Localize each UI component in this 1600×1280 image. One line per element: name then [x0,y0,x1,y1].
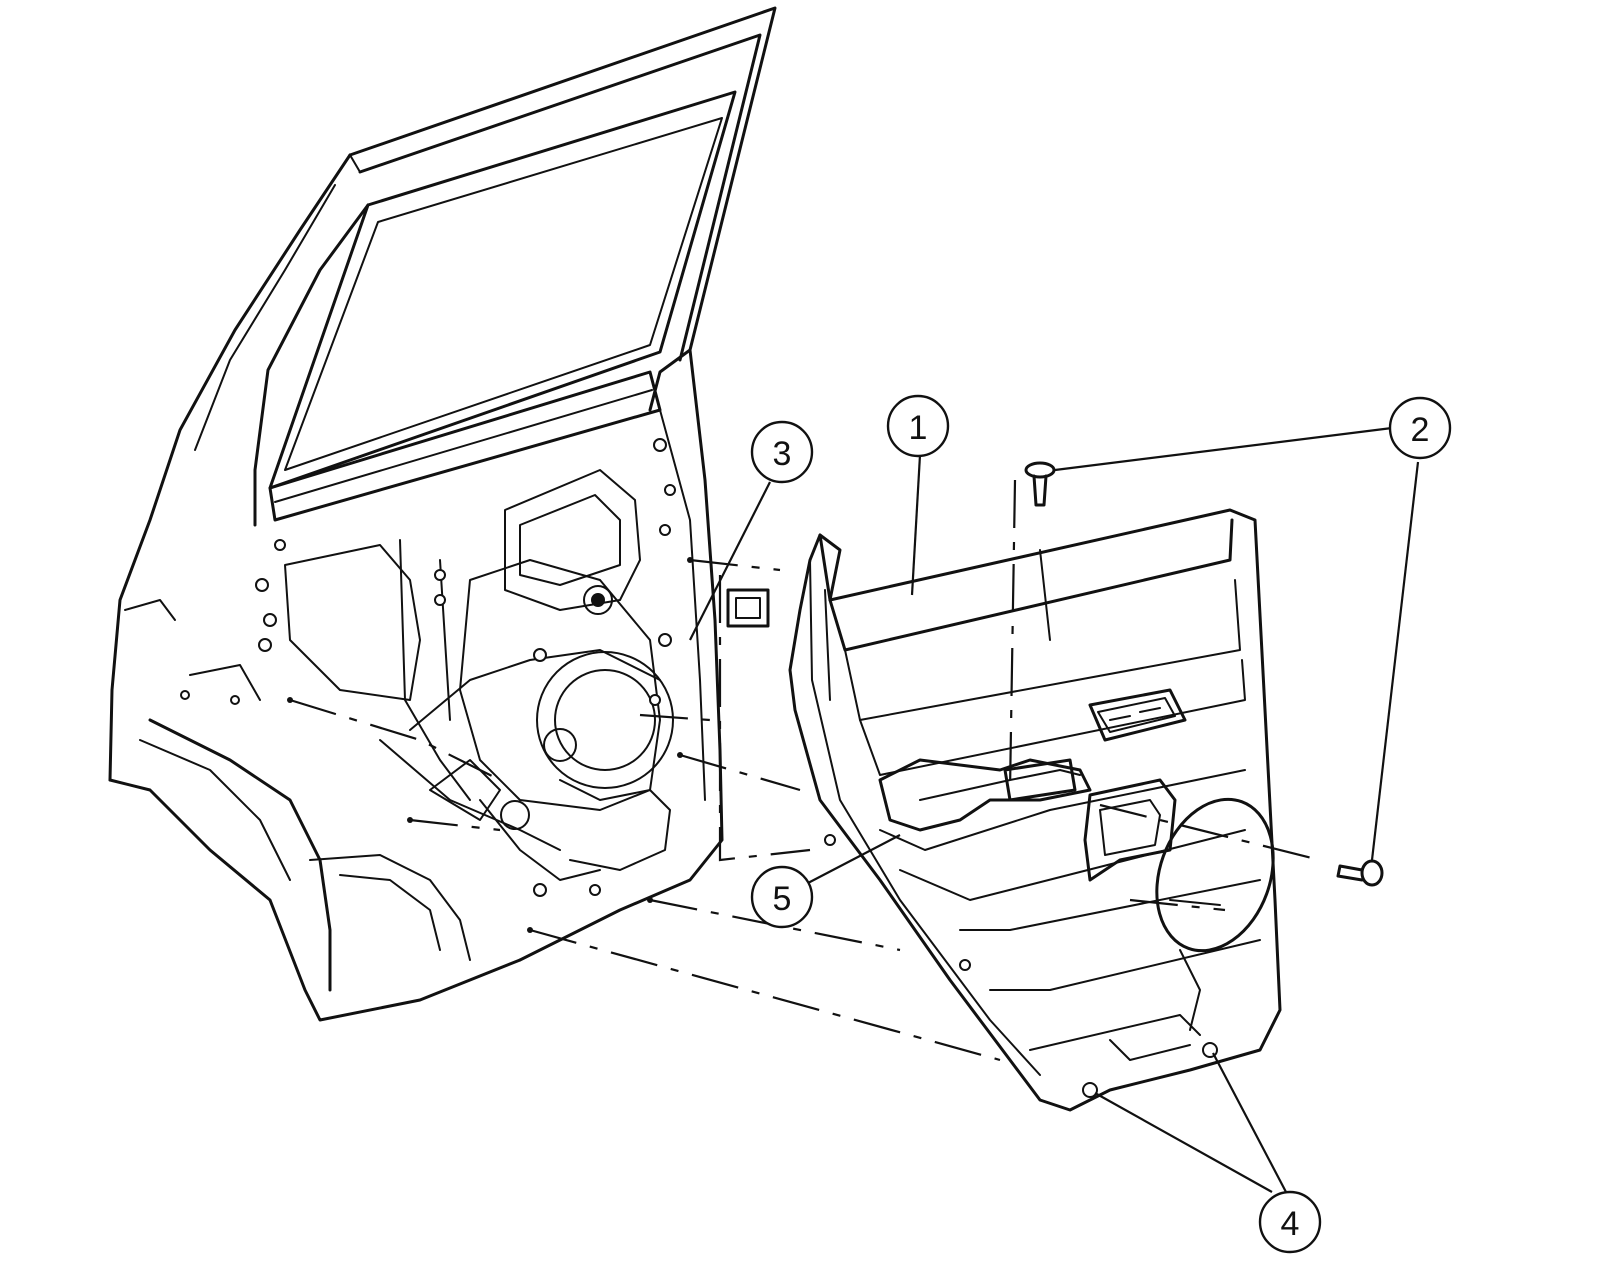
alignment-lines [287,479,1321,1062]
callout-1: 1 [886,394,950,458]
callout-4-label: 4 [1281,1205,1300,1243]
leader-lines [689,426,1420,1193]
callout-3: 3 [750,420,814,484]
callout-3-label: 3 [773,435,792,473]
screw-lower [1336,859,1384,887]
screw-upper [1024,461,1056,507]
door-trim-panel [788,508,1282,1112]
door-clip-square [726,588,770,628]
callout-2: 2 [1388,396,1452,460]
callout-5-label: 5 [773,880,792,918]
callout-2-label: 2 [1411,411,1430,449]
callout-4: 4 [1258,1190,1322,1254]
callout-1-label: 1 [909,409,928,447]
callout-5: 5 [750,865,814,929]
door-shell [108,6,777,1022]
